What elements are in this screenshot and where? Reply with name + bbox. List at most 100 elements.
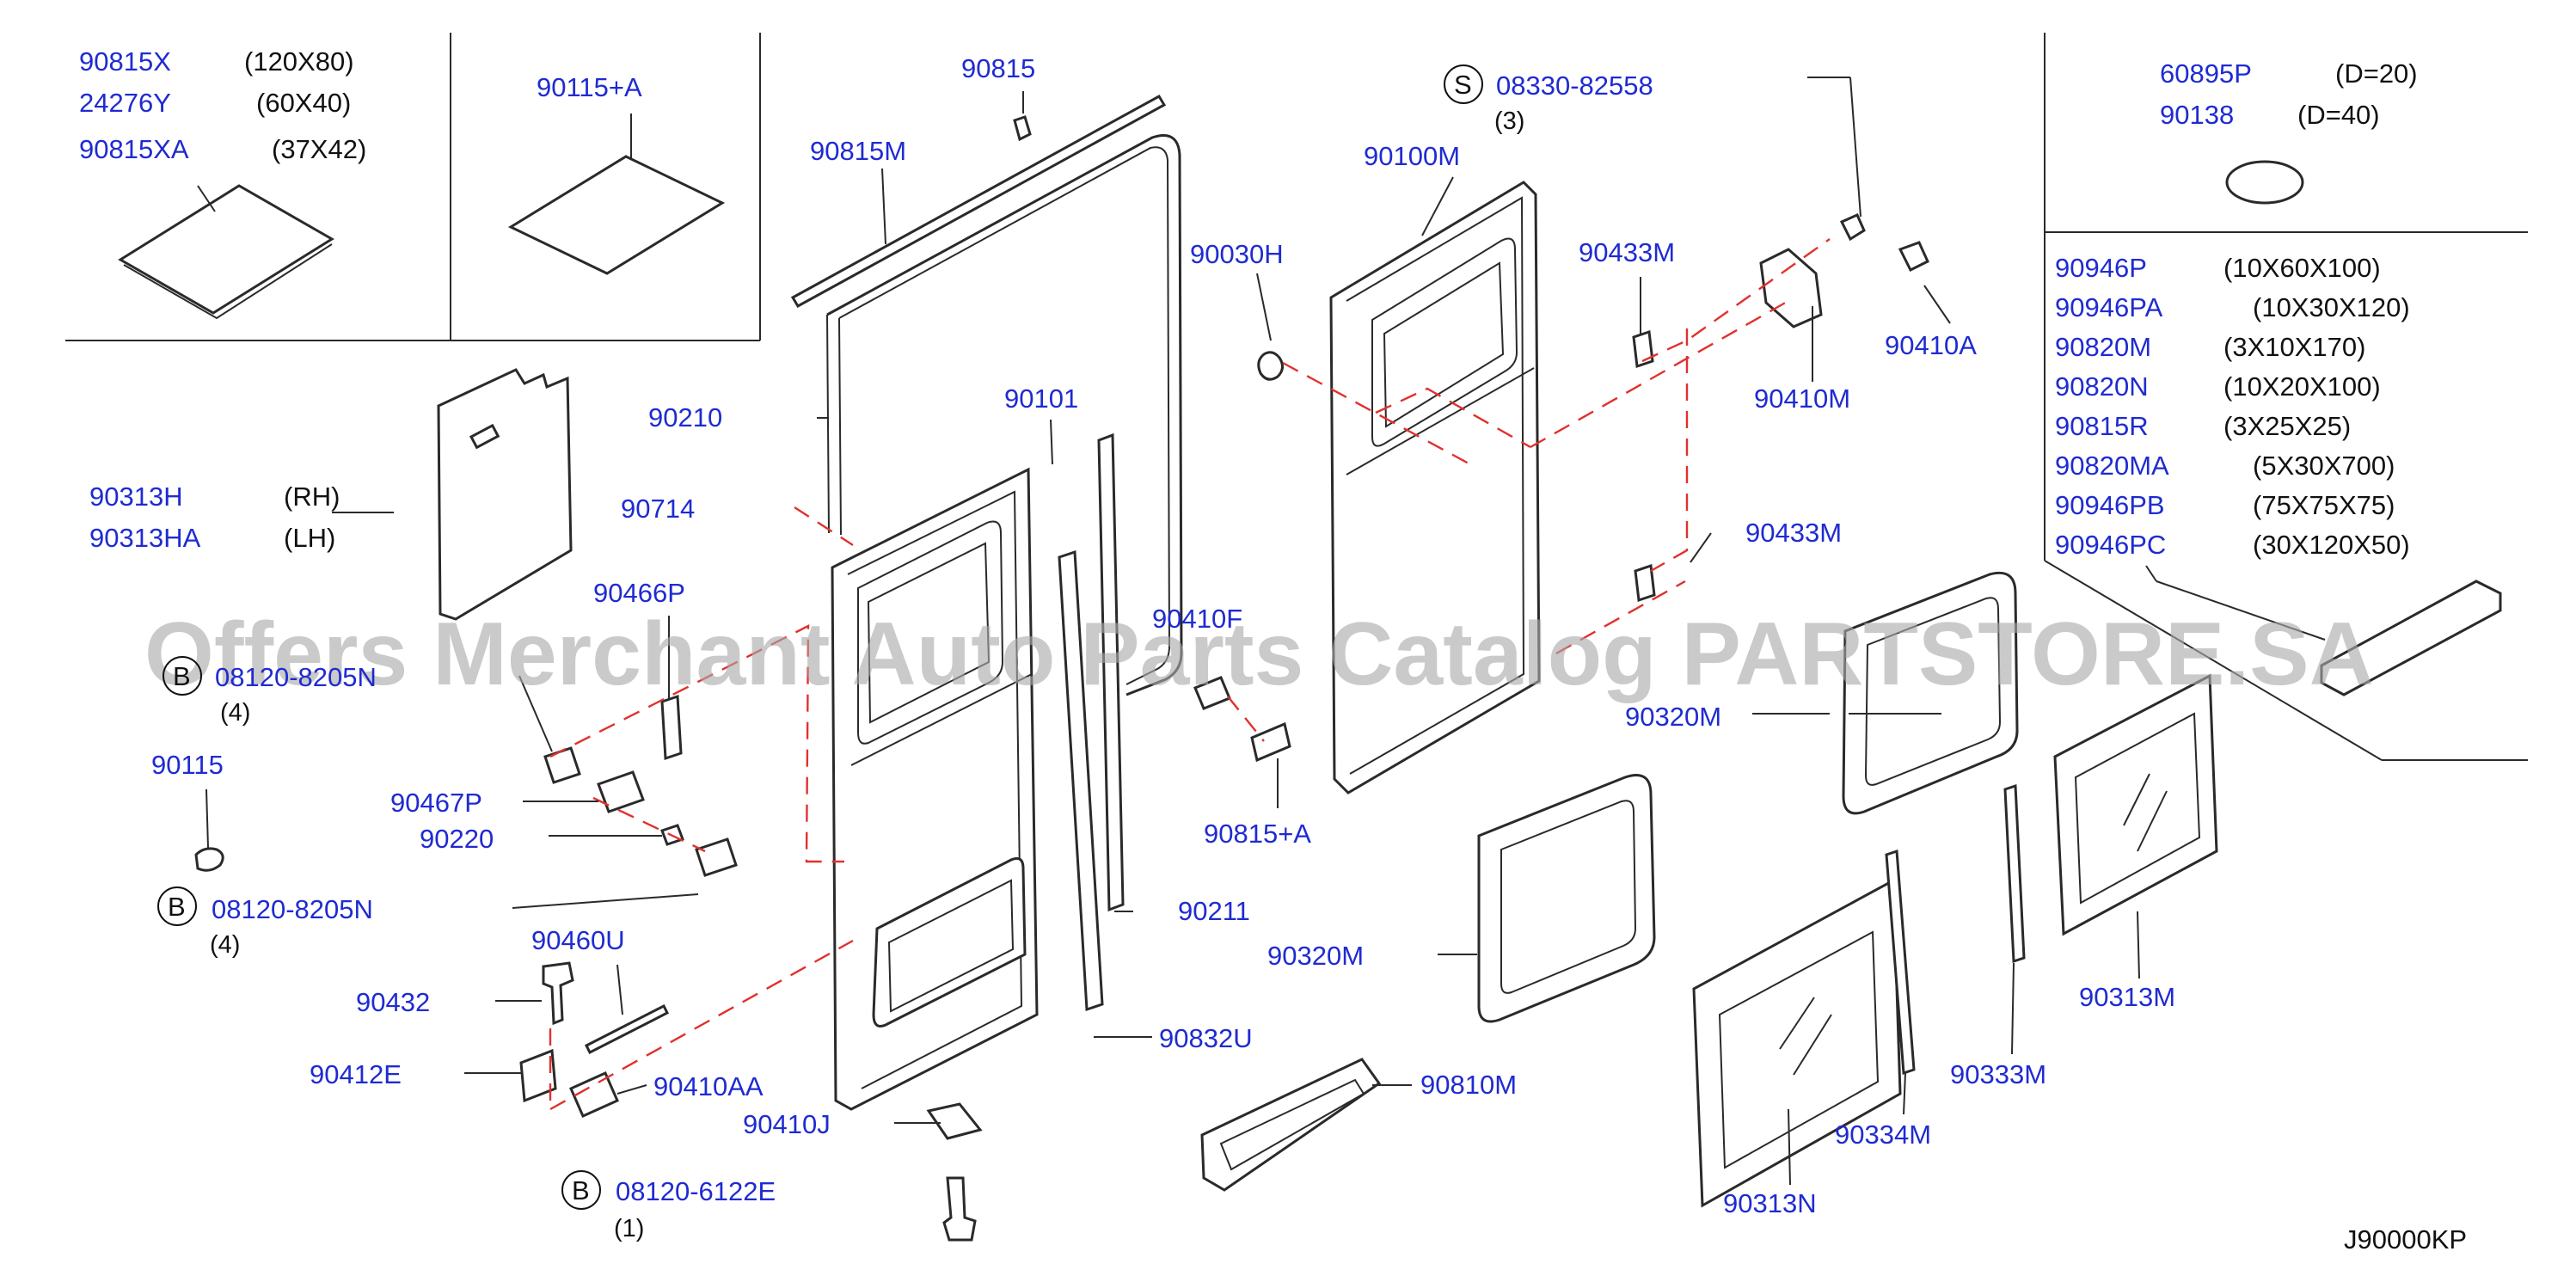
callout-part-90410f: 90410F <box>1152 604 1242 634</box>
handle-cover-90810m <box>1200 1058 1382 1192</box>
callout-part-90410m: 90410M <box>1754 383 1850 414</box>
callout-part-90815: 90815 <box>961 53 1035 83</box>
callout-part-90100m: 90100M <box>1364 141 1460 171</box>
bolt-08120-8205n-upper <box>543 746 581 784</box>
bolt-08120-6122e <box>942 1176 977 1242</box>
diagram-reference-code: J90000KP <box>2344 1224 2467 1255</box>
callout-dim-90815r: (3X25X25) <box>2223 411 2351 441</box>
callout-dim-90820ma: (5X30X700) <box>2253 451 2395 481</box>
callout-part-90815m: 90815M <box>810 136 906 166</box>
frame-lines <box>65 33 2528 761</box>
insulator-pad-90115a <box>507 155 726 275</box>
callout-part-90320m-lower: 90320M <box>1267 941 1364 971</box>
insulator-pad-90815x <box>118 184 334 315</box>
badges <box>157 64 1483 1210</box>
callout-part-24276y: 24276Y <box>79 88 171 118</box>
callout-dim-90946p: (10X60X100) <box>2223 253 2381 283</box>
callout-badge-s: S <box>1454 70 1472 100</box>
callout-part-90820ma: 90820MA <box>2055 451 2169 481</box>
callout-part-90333m: 90333M <box>1950 1059 2046 1089</box>
watermark-text: Offers Merchant Auto Parts Catalog PARTS… <box>144 604 2374 704</box>
callout-part-08120-8205n-lower: 08120-8205N <box>212 894 373 924</box>
callout-part-90946pa: 90946PA <box>2055 292 2163 322</box>
callout-part-90220: 90220 <box>420 824 494 854</box>
callout-dim-90820n: (10X20X100) <box>2223 371 2381 402</box>
callout-part-90101: 90101 <box>1004 383 1078 414</box>
callout-dim-90815xa: (37X42) <box>272 134 366 164</box>
callout-part-60895p: 60895P <box>2160 58 2252 89</box>
callout-part-08120-8205n-upper: 08120-8205N <box>215 662 377 692</box>
callout-part-90832u: 90832U <box>1159 1023 1253 1053</box>
callout-part-90313m: 90313M <box>2079 982 2175 1012</box>
callout-dim-90138: (D=40) <box>2297 100 2380 130</box>
callout-dim-90313h: (RH) <box>284 482 340 512</box>
block-90946pc <box>2320 580 2502 696</box>
bracket-90412e <box>519 1048 557 1103</box>
callout-part-08330-82558: 08330-82558 <box>1496 71 1653 101</box>
callout-part-90815xa: 90815XA <box>79 134 189 164</box>
callout-badge-b-bottom: B <box>572 1175 590 1205</box>
callout-dim-60895p: (D=20) <box>2335 58 2418 89</box>
callout-part-90820n: 90820N <box>2055 371 2149 402</box>
door-handle-recess <box>872 856 1027 1028</box>
bolt-90410aa <box>569 1071 619 1118</box>
callout-part-90211: 90211 <box>1178 896 1250 926</box>
strip-90334m <box>1885 849 1916 1076</box>
callout-dim-90946pb: (75X75X75) <box>2253 490 2395 520</box>
callout-part-90467p: 90467P <box>390 788 482 818</box>
callout-part-90432: 90432 <box>356 987 430 1017</box>
plug-90115 <box>194 847 224 872</box>
callout-part-90210: 90210 <box>648 402 722 432</box>
callout-dim-24276y: (60X40) <box>256 88 351 118</box>
callout-part-90412e: 90412E <box>310 1059 402 1089</box>
callout-dim-90815x: (120X80) <box>244 46 354 77</box>
callout-labels: 90815X (120X80) 24276Y (60X40) 90815XA (… <box>79 46 2418 1242</box>
callout-part-90714: 90714 <box>621 494 695 524</box>
callout-qty-08120-8205n-upper: (4) <box>220 699 250 727</box>
callout-qty-08330-82558: (3) <box>1494 107 1524 135</box>
callout-qty-08120-8205n-lower: (4) <box>210 931 240 959</box>
bracket-90410j <box>926 1102 983 1140</box>
callout-part-90334m: 90334M <box>1835 1120 1931 1150</box>
callout-part-90815x: 90815X <box>79 46 171 77</box>
callout-part-90138: 90138 <box>2160 100 2234 130</box>
callout-badge-b-lower: B <box>168 892 186 922</box>
clip-90815 <box>1013 115 1032 142</box>
callout-part-90815a: 90815+A <box>1204 819 1311 849</box>
top-strip-90815m <box>790 94 1167 309</box>
grommet-90030h <box>1257 351 1284 381</box>
disc-90138 <box>2225 160 2304 205</box>
plate-90466p <box>660 694 683 761</box>
callout-part-90810m: 90810M <box>1420 1070 1517 1100</box>
callout-part-90466p: 90466P <box>593 578 685 608</box>
callout-dim-90946pc: (30X120X50) <box>2253 530 2410 560</box>
callout-part-90115a: 90115+A <box>537 72 642 102</box>
callout-part-90815r: 90815R <box>2055 411 2149 441</box>
callout-part-90946pc: 90946PC <box>2055 530 2166 560</box>
callout-dim-90313ha: (LH) <box>284 523 335 553</box>
callout-part-90320m-upper: 90320M <box>1625 702 1721 732</box>
door-window-90100m <box>1371 237 1518 447</box>
pin-90460u <box>584 1003 670 1055</box>
trim-panel-90313h <box>437 368 573 621</box>
callout-part-90410aa: 90410AA <box>653 1071 764 1101</box>
strip-90211 <box>1097 432 1125 912</box>
callout-part-90115: 90115 <box>151 750 224 780</box>
callout-part-90433m-2: 90433M <box>1745 518 1842 548</box>
callout-part-90410a: 90410A <box>1885 330 1977 360</box>
callout-part-90410j: 90410J <box>743 1109 831 1139</box>
striker-90432 <box>542 961 574 1026</box>
callout-dim-90946pa: (10X30X120) <box>2253 292 2410 322</box>
bolt-90410a-2 <box>1898 241 1929 273</box>
leader-lines <box>197 77 2326 1186</box>
callout-part-90313ha: 90313HA <box>89 523 201 553</box>
bracket-90815a <box>1250 721 1291 763</box>
callout-part-90030h: 90030H <box>1190 239 1284 269</box>
bolt-90410a-1 <box>1839 213 1866 242</box>
door-window-90101 <box>857 520 1004 745</box>
weatherstrip-90210 <box>826 134 1183 696</box>
plate-90433m-2 <box>1634 563 1656 603</box>
plate-90467p <box>597 770 645 813</box>
strip-90333m <box>2003 783 2026 964</box>
